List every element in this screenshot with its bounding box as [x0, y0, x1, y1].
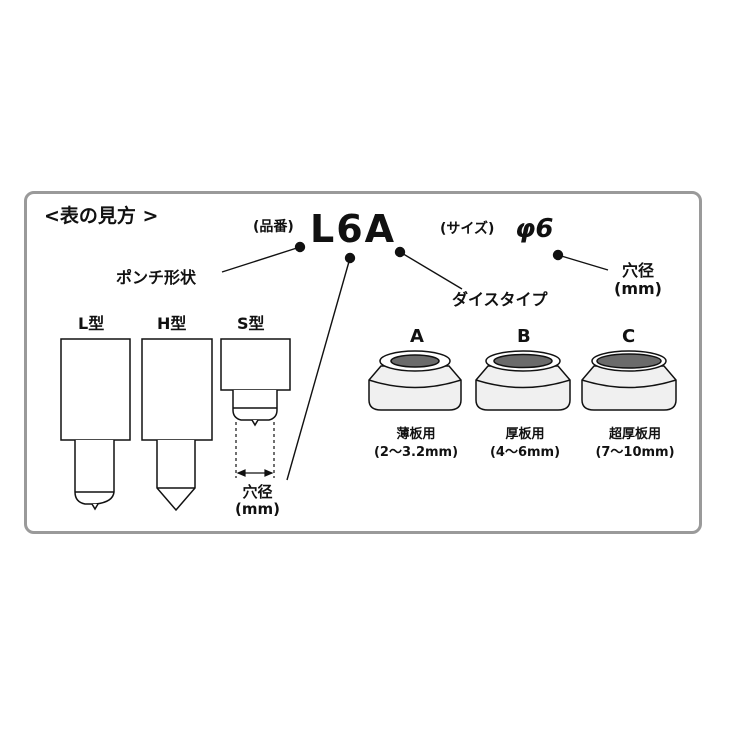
product-code: L6A [310, 207, 397, 251]
s-hole-text: 穴径 [242, 483, 273, 501]
punch-type-l: L型 [78, 314, 105, 333]
punch-l-tip [74, 440, 115, 505]
die-desc-a: 薄板用 (2〜3.2mm) [370, 426, 462, 462]
die-desc-b: 厚板用 (4〜6mm) [479, 426, 571, 462]
s-dim-arrow-right [264, 469, 274, 477]
punch-type-h: H型 [157, 314, 187, 333]
hole-diameter-text: 穴径 [621, 261, 654, 280]
die-range-c: (7〜10mm) [595, 445, 675, 461]
leader-punch [221, 246, 301, 273]
die-use-a: 薄板用 [396, 427, 436, 442]
die-a-bevel [368, 379, 462, 389]
hole-diameter-label: 穴径 (mm) [614, 261, 662, 299]
punch-shape-label: ポンチ形状 [116, 268, 197, 287]
die-c [581, 350, 677, 411]
die-type-a: A [410, 326, 424, 347]
punch-l [60, 338, 131, 511]
die-range-a: (2〜3.2mm) [373, 445, 459, 461]
s-hole-label: 穴径 (mm) [235, 483, 280, 519]
die-b-bevel [475, 379, 571, 389]
die-a [368, 350, 462, 411]
die-b-hole [493, 353, 553, 369]
punch-l-body [60, 338, 131, 441]
punch-s-body [220, 338, 291, 391]
die-c-bevel [581, 379, 677, 389]
hole-diameter-unit: (mm) [614, 279, 662, 299]
die-type-b: B [517, 326, 531, 347]
product-code-prefix: (品番) [253, 219, 294, 235]
leader-dot-hole [552, 249, 564, 261]
punch-s-tip [232, 390, 278, 421]
s-dim-arrow-left [236, 469, 246, 477]
die-type-label: ダイスタイプ [452, 290, 548, 309]
die-a-hole [390, 354, 440, 368]
punch-l-point [91, 503, 99, 511]
punch-type-s: S型 [237, 314, 265, 333]
legend-panel [24, 191, 702, 534]
punch-h [141, 338, 213, 512]
punch-s [220, 338, 291, 427]
die-type-c: C [622, 326, 636, 347]
die-desc-c: 超厚板用 (7〜10mm) [585, 426, 685, 462]
size-value: φ6 [515, 214, 554, 244]
die-use-c: 超厚板用 [608, 427, 661, 442]
punch-h-tip [156, 440, 196, 512]
leader-lines [221, 241, 609, 481]
s-dimension [235, 422, 275, 478]
die-b [475, 350, 571, 411]
die-range-b: (4〜6mm) [489, 445, 561, 461]
s-hole-unit: (mm) [235, 500, 280, 519]
leader-hole [557, 254, 609, 271]
leader-die [399, 251, 463, 290]
leader-size-s [286, 257, 351, 481]
leader-dot-die [394, 246, 406, 258]
punch-h-body [141, 338, 213, 441]
punch-s-point [251, 419, 259, 427]
leader-dot-punch [294, 241, 306, 253]
size-prefix: (サイズ) [440, 221, 495, 237]
leader-dot-size [344, 252, 356, 264]
die-use-b: 厚板用 [505, 427, 545, 442]
die-c-hole [596, 353, 662, 369]
legend-heading: <表の見方 > [44, 205, 159, 227]
